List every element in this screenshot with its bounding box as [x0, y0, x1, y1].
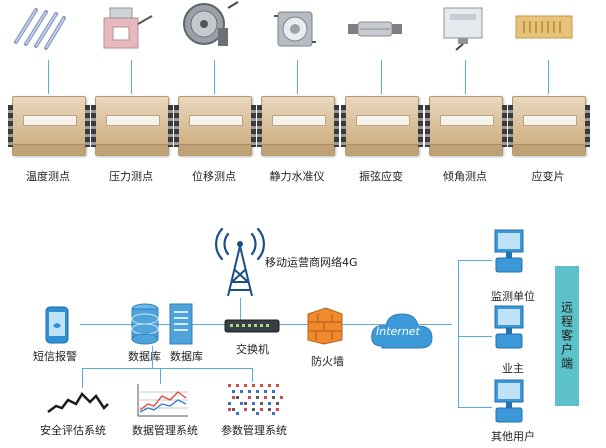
- server-icon: [169, 303, 193, 345]
- sensor-connector: [381, 60, 382, 94]
- firewall-icon: [307, 307, 343, 345]
- client-label-other: 其他用户: [491, 430, 535, 443]
- client-label-owner: 业主: [502, 362, 524, 375]
- vibrating-wire-strain-icon: [348, 21, 402, 37]
- remote-client-label: 远程客户端: [559, 301, 574, 371]
- data-management-icon: [137, 384, 188, 417]
- tower-connector: [240, 298, 241, 324]
- acquisition-unit: [508, 96, 590, 156]
- strain-gauge-icon: [515, 15, 573, 39]
- database-label-1: 数据库: [128, 350, 161, 363]
- internet-cloud-icon: [371, 313, 433, 349]
- client-branch: [458, 407, 492, 408]
- sensor-label: 温度测点: [26, 170, 70, 183]
- system-label-data: 数据管理系统: [132, 424, 198, 437]
- switch-label: 交换机: [236, 343, 269, 356]
- hydrostatic-level-icon: [274, 11, 316, 47]
- sensor-label: 振弦应变: [359, 170, 403, 183]
- client-branch: [458, 260, 492, 261]
- client-branch: [458, 336, 492, 337]
- acquisition-unit: [341, 96, 423, 156]
- monitor-icon: [494, 229, 524, 273]
- tower-label: 移动运营商网络4G: [265, 256, 358, 269]
- sensor-connector: [48, 60, 49, 94]
- sensor-connector: [131, 60, 132, 94]
- sensor-label: 静力水准仪: [269, 170, 325, 183]
- pressure-sensor-icon: [103, 7, 153, 49]
- system-drop: [82, 368, 83, 388]
- cell-tower-icon: [215, 227, 265, 297]
- monitor-icon: [494, 379, 524, 423]
- acquisition-unit: [91, 96, 173, 156]
- system-trunk: [152, 346, 153, 368]
- safety-evaluation-icon: [47, 391, 109, 413]
- system-label-safety: 安全评估系统: [40, 424, 106, 437]
- sms-alarm-label: 短信报警: [33, 350, 77, 363]
- sensor-connector: [214, 60, 215, 94]
- sensor-connector: [297, 60, 298, 94]
- internet-label: Internet: [376, 325, 420, 338]
- system-bus: [82, 368, 252, 369]
- switch-icon: [224, 319, 280, 333]
- remote-client-bar: 远程客户端: [555, 266, 579, 406]
- database-label-2: 数据库: [170, 350, 203, 363]
- sensor-connector: [465, 60, 466, 94]
- inclination-sensor-icon: [443, 7, 483, 51]
- sensor-label: 压力测点: [109, 170, 153, 183]
- phone-icon: [45, 306, 69, 344]
- acquisition-unit: [174, 96, 256, 156]
- system-label-parameter: 参数管理系统: [221, 424, 287, 437]
- acquisition-unit: [8, 96, 90, 156]
- parameter-management-icon: [226, 382, 284, 418]
- database-icon: [131, 303, 159, 345]
- sensor-label: 位移测点: [192, 170, 236, 183]
- client-bracket: [458, 260, 459, 408]
- system-drop: [160, 368, 161, 384]
- displacement-sensor-icon: [183, 1, 239, 46]
- firewall-label: 防火墙: [311, 355, 344, 368]
- acquisition-unit: [425, 96, 507, 156]
- monitor-icon: [494, 305, 524, 349]
- system-drop: [252, 368, 253, 384]
- temperature-sensor-icon: [14, 8, 66, 50]
- sensor-label: 应变片: [531, 170, 565, 183]
- acquisition-unit: [257, 96, 339, 156]
- sensor-label: 倾角测点: [443, 170, 487, 183]
- sensor-connector: [548, 60, 549, 94]
- client-label-monitoring: 监测单位: [491, 290, 535, 303]
